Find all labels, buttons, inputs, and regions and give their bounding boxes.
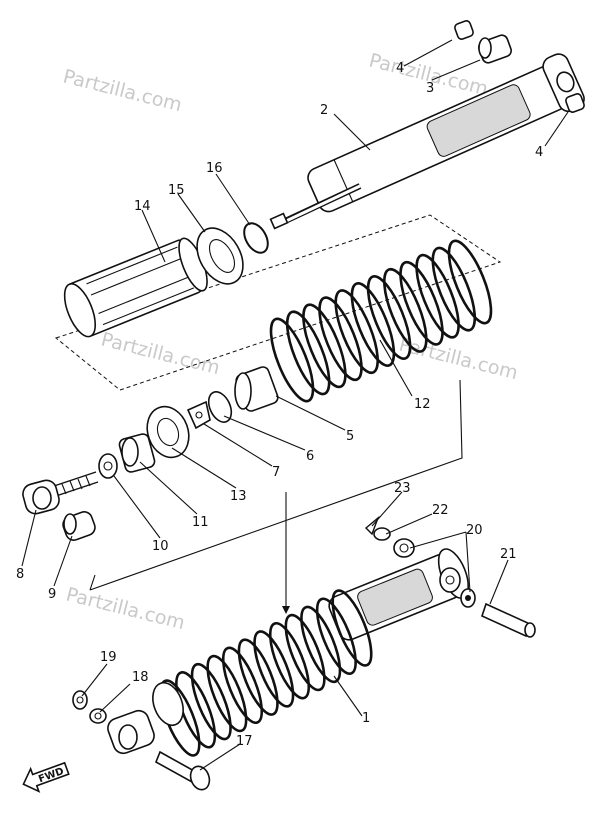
watermark: Partzilla.com bbox=[397, 334, 520, 385]
fwd-arrow: FWD bbox=[22, 761, 70, 793]
upper-group-outline bbox=[54, 214, 502, 391]
spring-guide-part bbox=[118, 433, 156, 473]
callout-19: 19 bbox=[100, 650, 117, 665]
washer-part bbox=[186, 391, 233, 430]
callout-6: 6 bbox=[306, 449, 314, 464]
spring-seat-part bbox=[196, 227, 244, 285]
spring-coil bbox=[318, 296, 363, 382]
shock-body-part bbox=[307, 53, 585, 213]
callout-23: 23 bbox=[394, 481, 411, 496]
clip-part bbox=[243, 222, 269, 254]
spring-coil bbox=[431, 246, 477, 332]
spring-coil bbox=[206, 654, 248, 733]
bushing-part bbox=[454, 20, 585, 113]
callout-15: 15 bbox=[168, 183, 185, 198]
spring-coil bbox=[237, 638, 279, 716]
callout-16: 16 bbox=[206, 161, 223, 176]
spring-coil bbox=[300, 605, 342, 684]
spring-coil bbox=[221, 646, 264, 725]
spring-coil bbox=[285, 310, 331, 396]
leader-lines bbox=[21, 39, 569, 771]
mounting-hardware-part bbox=[364, 515, 536, 638]
callout-8: 8 bbox=[16, 567, 24, 582]
spring-cover-part bbox=[63, 237, 208, 338]
spring-part bbox=[269, 239, 493, 403]
spring-coil bbox=[399, 260, 444, 346]
callout-20: 20 bbox=[466, 523, 483, 538]
callout-10: 10 bbox=[152, 539, 169, 554]
spring-coil bbox=[269, 317, 315, 403]
callout-4: 4 bbox=[396, 61, 404, 76]
callout-2: 2 bbox=[320, 103, 328, 118]
watermark: Partzilla.com bbox=[61, 66, 184, 117]
nut-washer-part bbox=[72, 690, 107, 724]
spring-coil bbox=[284, 613, 326, 692]
spring-coil bbox=[253, 630, 295, 708]
assembly-arrow-head bbox=[282, 606, 290, 614]
callout-14: 14 bbox=[134, 199, 151, 214]
spring-coil bbox=[302, 303, 347, 389]
callout-11: 11 bbox=[192, 515, 209, 530]
spring-coil bbox=[415, 253, 460, 339]
callout-17: 17 bbox=[236, 734, 253, 749]
lower-spring-part bbox=[159, 589, 373, 757]
spring-coil bbox=[315, 597, 357, 675]
lower-eye-part bbox=[107, 681, 184, 755]
bolt-part bbox=[154, 750, 211, 791]
piston-rod-part bbox=[269, 183, 362, 230]
callout-9: 9 bbox=[48, 587, 56, 602]
callout-5: 5 bbox=[346, 429, 354, 444]
callout-21: 21 bbox=[500, 547, 517, 562]
spring-coil bbox=[268, 621, 311, 700]
lower-bushing-part bbox=[62, 511, 96, 541]
callout-12: 12 bbox=[414, 397, 431, 412]
spring-coil bbox=[334, 289, 379, 375]
middle-group-outline bbox=[89, 379, 463, 591]
spring-coil bbox=[350, 282, 396, 367]
callout-22: 22 bbox=[432, 503, 449, 518]
nut-part bbox=[98, 453, 118, 479]
spring-spacer-part bbox=[234, 366, 279, 412]
callout-1: 1 bbox=[362, 711, 370, 726]
watermark: Partzilla.com bbox=[64, 584, 187, 635]
spring-coil bbox=[331, 589, 373, 667]
callout-4: 4 bbox=[535, 145, 543, 160]
spring-coil bbox=[383, 267, 428, 353]
spring-coil bbox=[447, 239, 493, 325]
callout-7: 7 bbox=[272, 465, 280, 480]
callouts: 1 2 3 4 4 5 6 7 8 9 10 11 12 13 14 15 16… bbox=[16, 61, 543, 749]
eye-bolt-part bbox=[22, 471, 99, 515]
callout-13: 13 bbox=[230, 489, 247, 504]
callout-18: 18 bbox=[132, 670, 149, 685]
spring-coil bbox=[190, 662, 232, 741]
callout-3: 3 bbox=[426, 81, 434, 96]
fwd-label: FWD bbox=[37, 766, 65, 785]
spring-coil bbox=[366, 275, 412, 360]
watermark: Partzilla.com bbox=[99, 329, 222, 380]
